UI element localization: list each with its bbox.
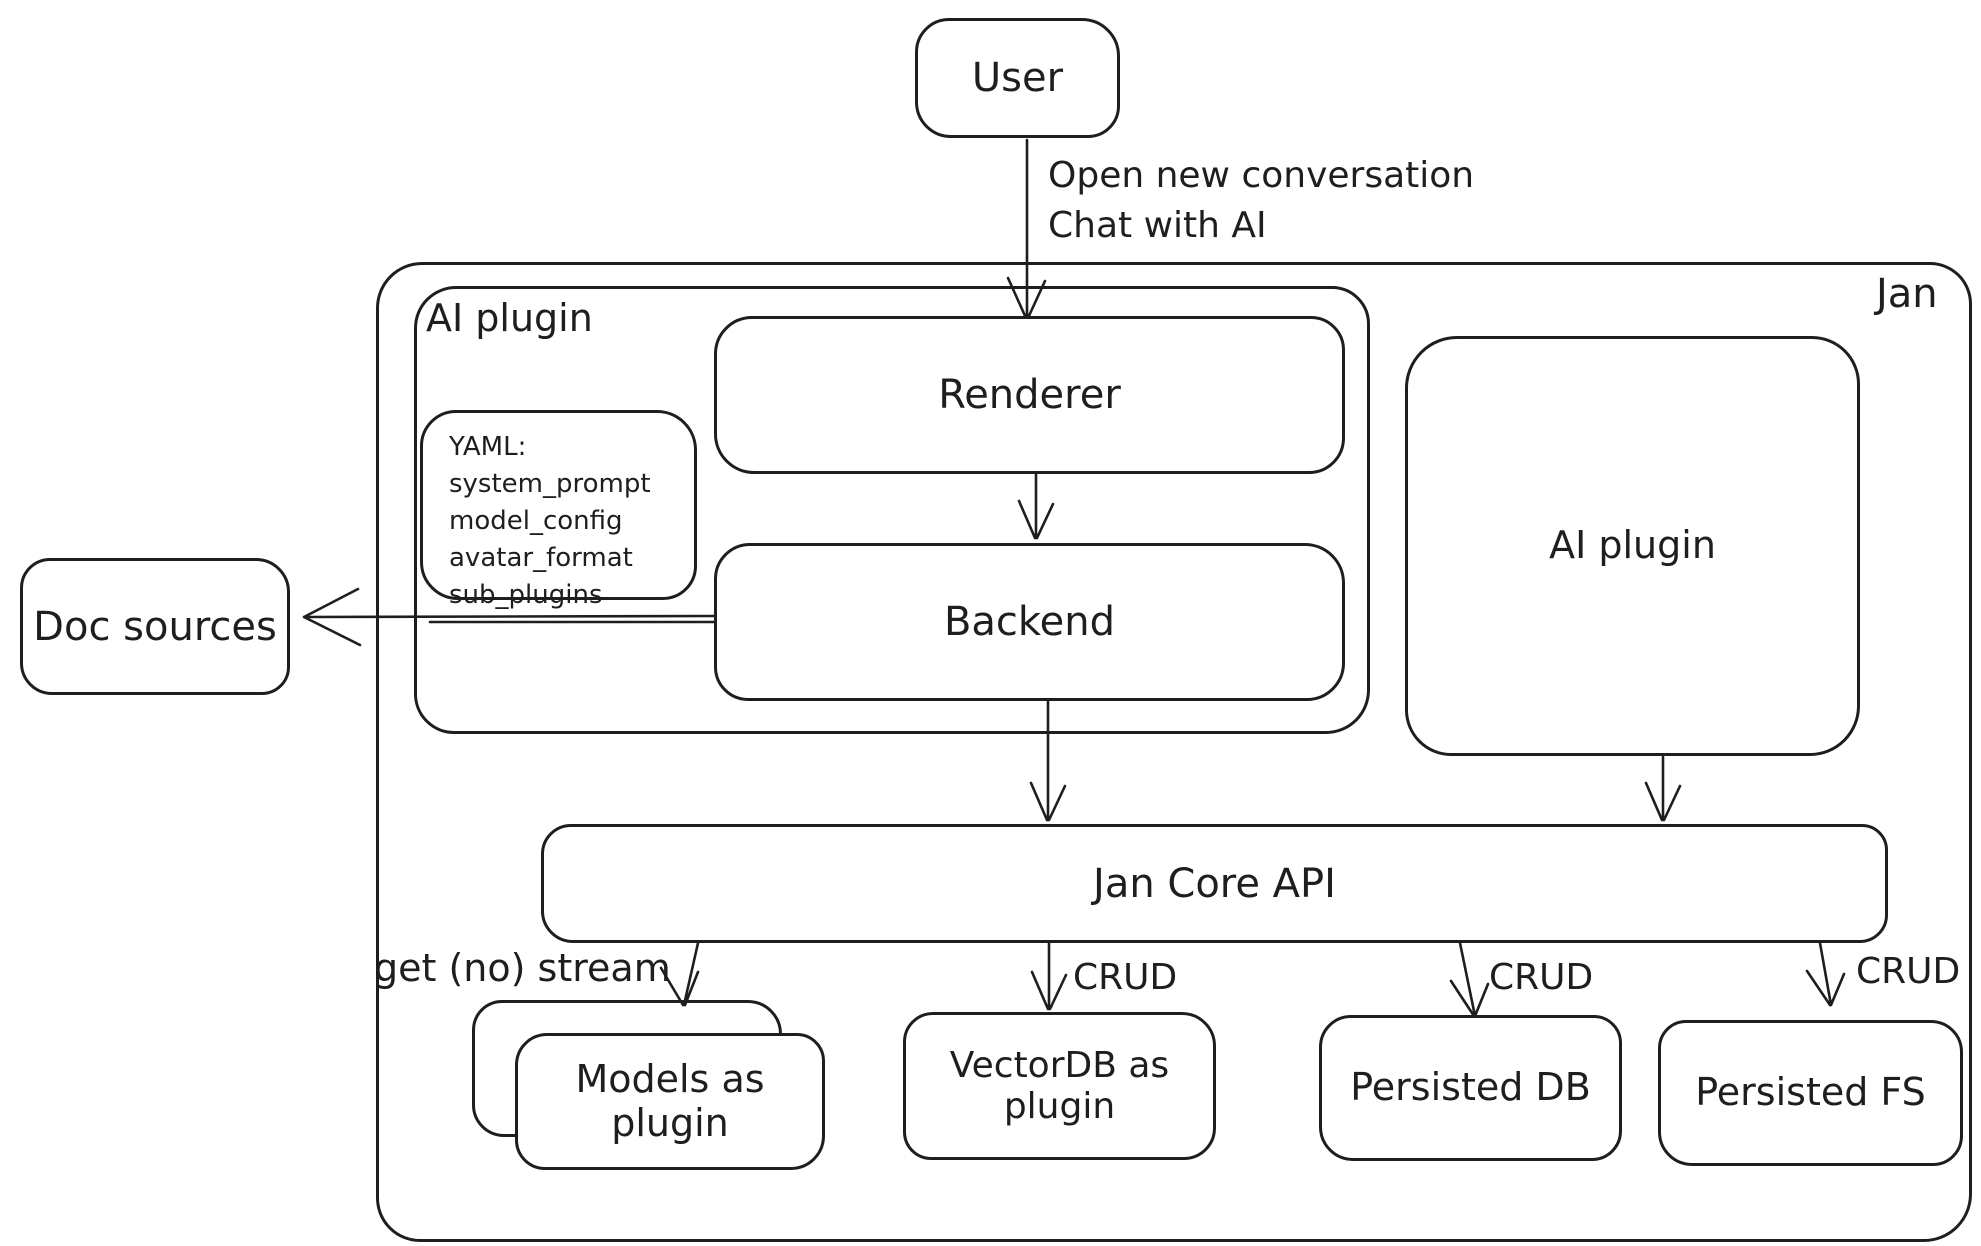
persisted-db-node: Persisted DB (1319, 1015, 1622, 1161)
ai-plugin-node: AI plugin (1405, 336, 1860, 756)
persisted-db-label: Persisted DB (1350, 1065, 1591, 1110)
yaml-note-line: system_prompt (449, 469, 651, 499)
edge-label-chat-with-ai: Chat with AI (1048, 205, 1267, 246)
yaml-note-line: YAML: (449, 432, 527, 462)
yaml-note-text: YAML: system_prompt model_config avatar_… (449, 429, 684, 614)
edge-label-crud-persisted-db: CRUD (1489, 957, 1594, 998)
yaml-note-box: YAML: system_prompt model_config avatar_… (420, 410, 697, 610)
persisted-fs-node: Persisted FS (1658, 1020, 1963, 1166)
models-as-plugin-label: Models as plugin (575, 1056, 765, 1145)
edge-label-crud-persisted-fs: CRUD (1856, 951, 1961, 992)
persisted-fs-label: Persisted FS (1695, 1070, 1926, 1115)
backend-node: Backend (714, 543, 1345, 701)
jan-container-box (376, 262, 1972, 1242)
vectordb-as-plugin-label: VectorDB as plugin (949, 1044, 1170, 1127)
edge-label-open-conversation: Open new conversation (1048, 155, 1475, 196)
ai-plugin-group-label: AI plugin (426, 296, 593, 340)
edge-label-get-no-stream: get (no) stream (374, 946, 671, 990)
yaml-note-line: sub_plugins (449, 580, 603, 610)
doc-sources-node-label: Doc sources (33, 603, 277, 650)
jan-core-api-node: Jan Core API (541, 824, 1888, 943)
doc-sources-node: Doc sources (20, 558, 290, 695)
ai-plugin-node-label: AI plugin (1549, 523, 1716, 568)
edge-label-crud-vectordb: CRUD (1073, 957, 1178, 998)
vectordb-as-plugin-node: VectorDB as plugin (903, 1012, 1216, 1160)
jan-container-label: Jan (1876, 271, 1938, 317)
backend-node-label: Backend (943, 599, 1116, 645)
user-node-label: User (971, 55, 1064, 101)
renderer-node: Renderer (714, 316, 1345, 474)
models-as-plugin-node: Models as plugin (515, 1033, 825, 1170)
renderer-node-label: Renderer (938, 372, 1121, 418)
ai-plugin-group-box (414, 286, 1370, 734)
yaml-note-line: avatar_format (449, 543, 633, 573)
user-node: User (915, 18, 1120, 138)
jan-core-api-node-label: Jan Core API (1093, 860, 1336, 907)
yaml-note-line: model_config (449, 506, 623, 536)
